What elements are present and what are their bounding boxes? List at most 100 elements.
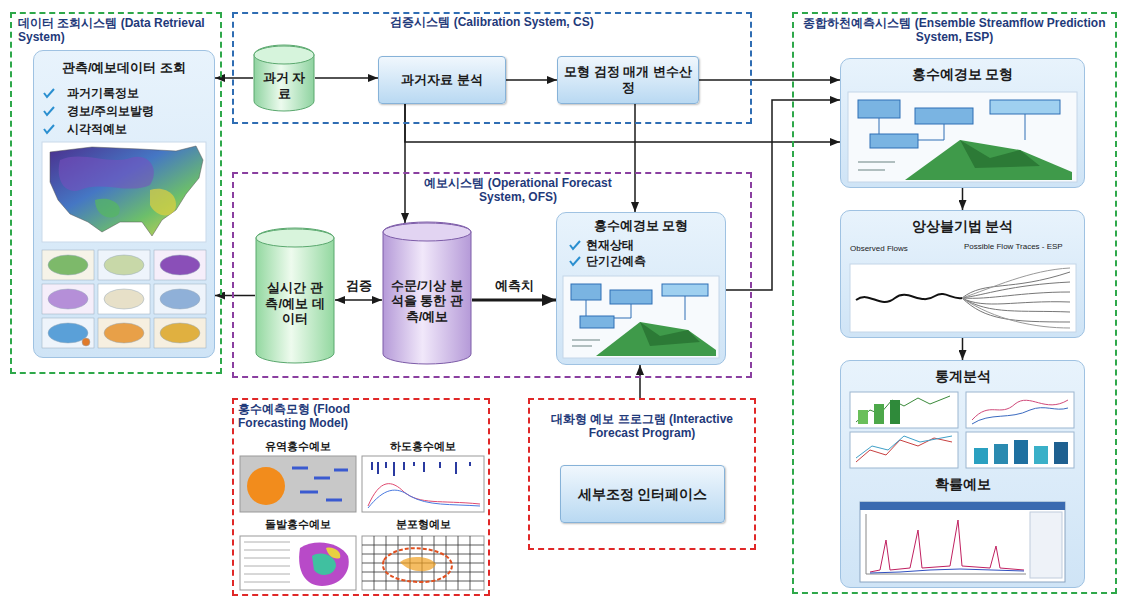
distributed-forecast-image	[362, 536, 484, 590]
check-marks	[570, 257, 580, 265]
channel-forecast-image	[368, 490, 480, 508]
model-schematic	[596, 322, 716, 356]
cylinder-shape	[255, 228, 335, 363]
node-text: 과거기록정보	[67, 86, 207, 100]
text-holder: 홍수예경보 모형	[840, 66, 1085, 83]
text-holder: 경보/주의보발령	[67, 104, 207, 118]
check-marks	[44, 107, 54, 115]
process-box: 세부조정 인터페이스	[560, 465, 725, 523]
text-holder: 검증시스템 (Calibration System, CS)	[232, 15, 752, 29]
text-holder: 예보시스템 (Operational Forecast System, OFS)	[418, 176, 618, 205]
text-holder: 관측/예보데이터 조회	[33, 60, 215, 76]
cylinder-body	[256, 228, 334, 363]
small-maps	[48, 289, 88, 309]
statistics-charts	[890, 400, 900, 424]
text-holder: 하도홍수예보	[362, 440, 484, 453]
node-title: 홍수예경보 모형	[840, 66, 1085, 83]
basin-forecast-image	[247, 467, 285, 505]
sub-label: 분포형예보	[362, 518, 484, 531]
node-text: 확률예보	[840, 476, 1085, 493]
statistics-charts	[966, 432, 1074, 468]
distributed-forecast-image	[362, 536, 484, 590]
node-label: 실시간 관측/예보 데이터	[260, 280, 330, 327]
model-schematic	[870, 134, 918, 148]
ensemble-traces	[962, 272, 1070, 298]
flash-flood-image	[299, 542, 349, 586]
statistics-charts	[850, 392, 958, 428]
channel-forecast-image	[368, 462, 470, 476]
small-maps	[104, 255, 144, 275]
ensemble-traces	[856, 294, 962, 302]
edge-label-holder: 예측치	[493, 278, 536, 294]
us-map	[50, 146, 203, 236]
basin-forecast-image	[240, 456, 356, 512]
basin-forecast-image	[292, 468, 348, 500]
small-maps	[42, 250, 94, 280]
system-group: 검증시스템 (Calibration System, CS) 과거 자료 과거자료 …	[232, 12, 752, 124]
model-schematic	[858, 162, 895, 170]
ensemble-traces	[962, 292, 1070, 298]
small-maps	[48, 255, 88, 275]
statistics-charts	[972, 400, 1068, 420]
text-holder: 단기간예측	[586, 254, 716, 268]
data-cylinder: 실시간 관측/예보 데이터	[255, 228, 335, 363]
small-maps	[154, 250, 206, 280]
cylinder-top	[383, 223, 471, 241]
data-cylinder: 수문/기상 분석을 통한 관측/예보	[382, 222, 472, 364]
probability-screen	[1030, 512, 1062, 578]
model-schematic	[858, 100, 900, 118]
cylinder-top	[254, 46, 314, 64]
model-panel: 홍수예경보 모형현재상태단기간예측	[556, 212, 726, 365]
statistics-charts	[856, 436, 952, 458]
analysis-panel: 앙상블기법 분석Observed FlowsPossible Flow Trac…	[840, 210, 1085, 338]
small-maps	[160, 323, 200, 343]
process-box: 과거자료 분석	[378, 56, 506, 104]
model-schematic	[640, 322, 700, 346]
text-holder: 현재상태	[586, 238, 716, 252]
flash-flood-image	[244, 542, 290, 582]
text-holder: 대화형 예보 프로그램 (Interactive Forecast Progra…	[528, 412, 756, 441]
node-title: 홍수예경보 모형	[556, 218, 726, 234]
flash-flood-image	[326, 548, 340, 559]
model-schematic	[915, 108, 973, 124]
text-area: 과거 자료	[253, 65, 315, 107]
sub-label: 하도홍수예보	[362, 440, 484, 453]
small-maps	[48, 323, 88, 343]
check-marks	[44, 125, 54, 133]
model-schematic	[990, 100, 1060, 114]
model-schematic	[960, 140, 1040, 168]
group-heading: 데이터 조회시스템 (Data Retrieval System)	[18, 16, 214, 45]
cylinder-body	[254, 45, 314, 111]
edge-label-holder: 검증	[344, 278, 374, 294]
check-marks	[44, 89, 54, 97]
us-map	[59, 156, 154, 191]
edge-label: 예측치	[493, 278, 536, 294]
text-area: 실시간 관측/예보 데이터	[255, 248, 335, 359]
model-schematic	[879, 114, 1025, 140]
connector	[699, 79, 840, 81]
node-label: 과거 자료	[258, 70, 310, 101]
cylinder-top	[256, 229, 334, 247]
model-panel: 홍수예경보 모형	[840, 58, 1085, 188]
ensemble-traces	[850, 264, 1076, 332]
statistics-charts	[874, 404, 884, 424]
small-maps	[154, 318, 206, 348]
flash-flood-image	[312, 554, 336, 575]
model-schematic	[848, 92, 1077, 182]
probability-screen	[870, 569, 1024, 573]
group-heading: 검증시스템 (Calibration System, CS)	[232, 15, 752, 29]
text-holder: 확률예보	[840, 476, 1085, 493]
check-marks	[44, 89, 580, 265]
statistics-charts	[1054, 442, 1068, 464]
node-text: 경보/주의보발령	[67, 104, 207, 118]
model-schematic	[610, 290, 652, 304]
node-text: 시각적예보	[67, 122, 207, 136]
group-heading: 홍수예측모형 (Flood Forecasting Model)	[238, 402, 418, 431]
statistics-charts	[994, 444, 1008, 464]
connector	[404, 104, 406, 223]
statistics-charts	[966, 392, 1074, 428]
statistics-charts	[974, 448, 988, 464]
distributed-forecast-image	[383, 548, 452, 582]
sub-label: 유역홍수예보	[238, 440, 358, 453]
text-holder: 통계분석	[840, 368, 1085, 385]
